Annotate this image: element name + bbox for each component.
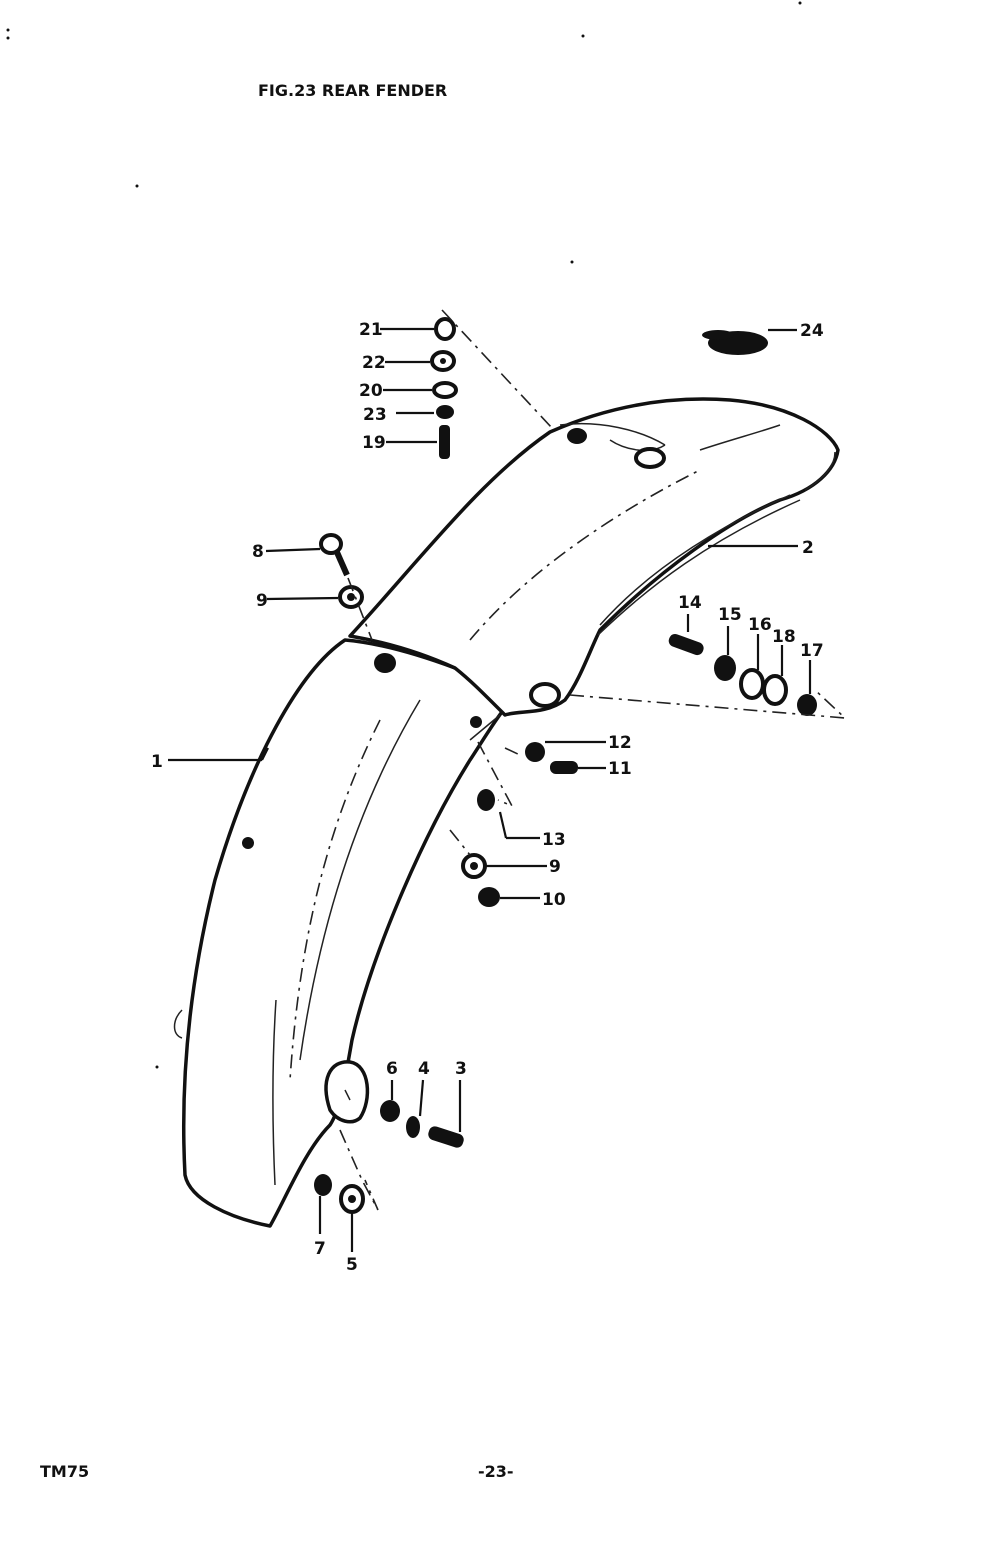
part-6-washer-icon [380,1100,400,1122]
callout-8: 8 [252,542,264,562]
callout-3: 3 [455,1059,467,1079]
callout-14: 14 [678,593,702,613]
callout-24: 24 [800,321,824,341]
callout-20: 20 [359,381,383,401]
footer-model-code: TM75 [40,1462,89,1481]
callout-17: 17 [800,641,824,661]
part-10-nut-icon [478,887,500,907]
part-9-lower-washer-icon [461,853,487,879]
callout-23: 23 [363,405,387,425]
callout-2: 2 [802,538,814,558]
part-7-nut-icon [314,1174,332,1196]
callout-13: 13 [542,830,566,850]
callout-labels: 21 22 20 23 19 24 8 9 1 2 14 15 16 18 17… [151,320,824,1275]
part-3-bolt-icon [428,1126,464,1148]
part-20-washer-icon [432,381,458,399]
callout-4: 4 [418,1059,430,1079]
callout-11: 11 [608,759,632,779]
part-14-bolt-icon [668,633,704,656]
callout-22: 22 [362,353,386,373]
part-18-washer-icon [762,674,788,706]
part-23-washer-icon [436,405,454,419]
figure-title: FIG.23 REAR FENDER [258,81,447,100]
callout-21: 21 [359,320,383,340]
callout-16: 16 [748,615,772,635]
callout-1: 1 [151,752,163,772]
assembly-axes [339,309,848,1211]
part-21-nut-icon [434,317,456,341]
part-17-nut-icon [797,694,817,716]
lower-bracket [324,1060,370,1124]
page-number: -23- [478,1462,514,1481]
fender-rear-section [348,397,840,741]
callout-12: 12 [608,733,632,753]
callout-19: 19 [362,433,386,453]
callout-6: 6 [386,1059,398,1079]
scan-specks [6,1,802,1069]
callout-15: 15 [718,605,742,625]
callout-5: 5 [346,1255,358,1275]
leader-lines [168,327,812,1252]
callout-9-upper: 9 [256,591,268,611]
part-11-bolt-icon [550,761,578,774]
part-19-bolt-icon [439,425,450,459]
part-5-cushion-icon [339,1184,365,1214]
part-8-bolt-icon [319,533,350,577]
callout-9-lower: 9 [549,857,561,877]
part-16-washer-icon [739,668,765,700]
callout-10: 10 [542,890,566,910]
hardware-parts [314,317,817,1214]
part-13-bolt-icon [477,789,495,811]
part-15-nut-icon [714,655,736,681]
callout-7: 7 [314,1239,326,1259]
callout-18: 18 [772,627,796,647]
part-24-reflector-icon [702,330,768,355]
part-9-washer-icon [338,585,364,609]
part-4-washer-icon [406,1116,420,1138]
part-22-cushion-icon [430,350,456,372]
part-12-washer-icon [525,742,545,762]
